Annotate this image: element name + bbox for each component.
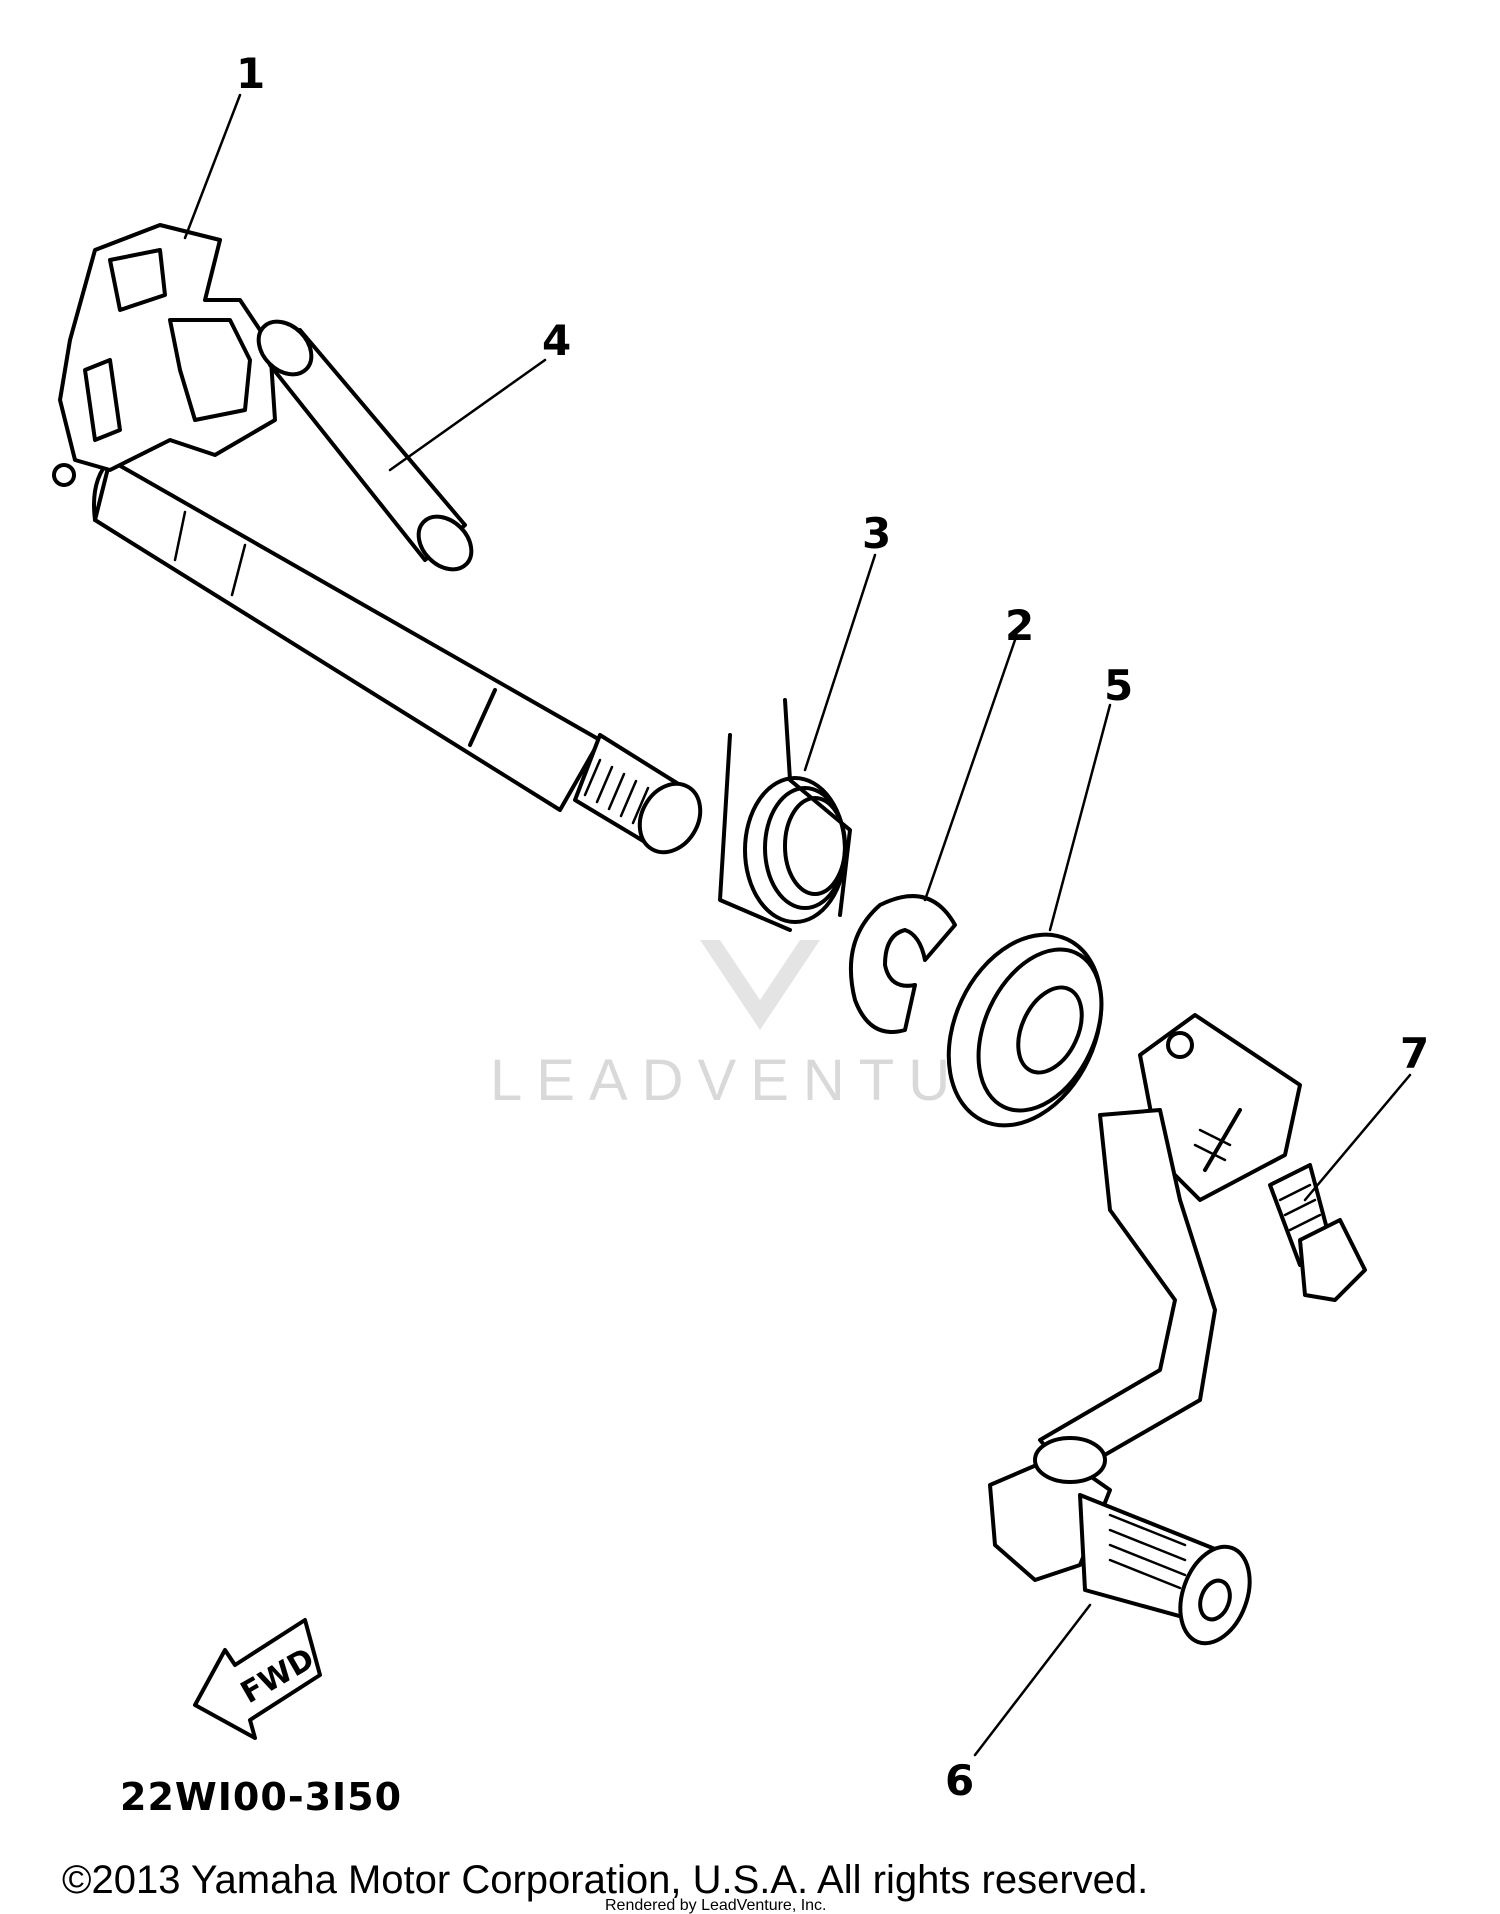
leader-lines bbox=[183, 93, 1412, 1757]
seal-washer bbox=[946, 932, 1104, 1128]
fwd-arrow-icon: FWD bbox=[193, 1618, 322, 1740]
pin bbox=[256, 319, 474, 572]
callout-1: 1 bbox=[236, 49, 265, 98]
shift-shaft-assembly bbox=[52, 223, 703, 855]
callout-3: 3 bbox=[862, 509, 891, 558]
part-number: 22WI00-3I50 bbox=[120, 1775, 402, 1819]
callout-2: 2 bbox=[1005, 601, 1034, 650]
torsion-spring bbox=[718, 698, 852, 932]
callout-7: 7 bbox=[1400, 1029, 1429, 1078]
circlip bbox=[848, 894, 957, 1034]
spline-lines bbox=[583, 758, 650, 825]
copyright-notice: ©2013 Yamaha Motor Corporation, U.S.A. A… bbox=[62, 1858, 1148, 1902]
shift-pedal bbox=[988, 1013, 1302, 1646]
callout-5: 5 bbox=[1104, 661, 1133, 710]
rendered-by-credit: Rendered by LeadVenture, Inc. bbox=[605, 1897, 827, 1914]
callout-6: 6 bbox=[945, 1756, 974, 1805]
callouts: 1 2 3 4 5 6 7 bbox=[236, 49, 1429, 1805]
serration-lines bbox=[1108, 1513, 1187, 1590]
callout-4: 4 bbox=[542, 316, 571, 365]
